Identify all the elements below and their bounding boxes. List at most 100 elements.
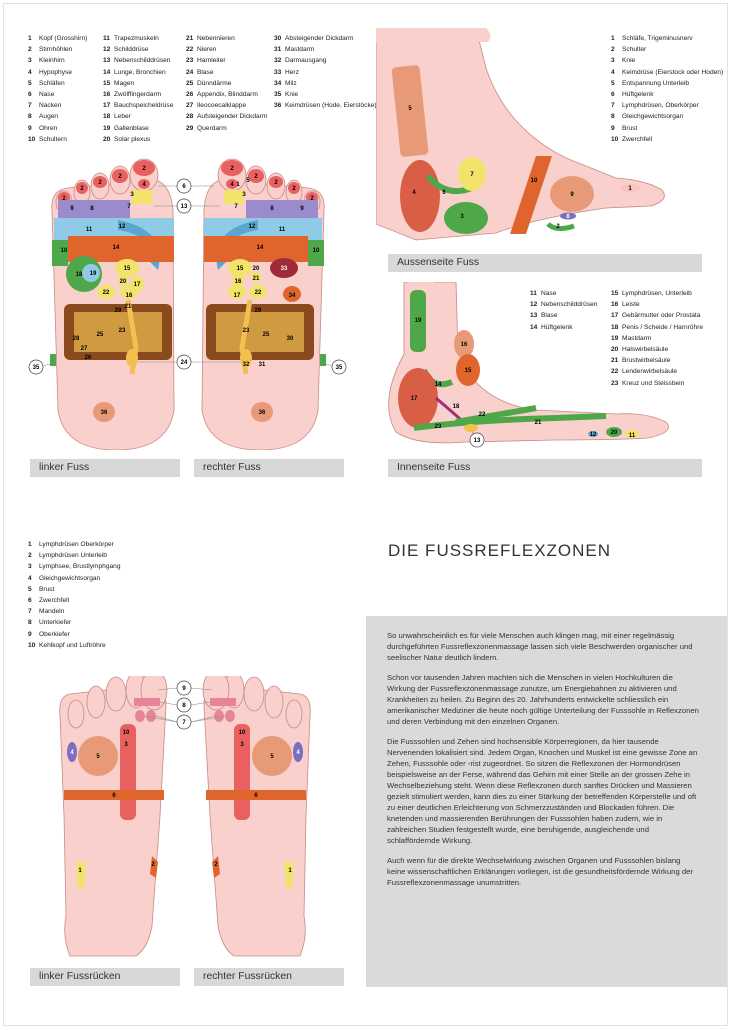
legend-label: Hüftgelenk — [622, 91, 654, 99]
svg-text:3: 3 — [130, 192, 134, 198]
svg-text:1: 1 — [288, 868, 292, 874]
svg-text:29: 29 — [115, 308, 122, 314]
svg-text:28: 28 — [73, 336, 80, 342]
svg-text:6: 6 — [182, 184, 186, 190]
legend-number: 12 — [530, 301, 538, 309]
svg-text:8: 8 — [90, 206, 94, 212]
legend-number: 36 — [274, 102, 282, 110]
legend-label: Herz — [285, 68, 299, 76]
legend-label: Penis / Scheide / Harnröhre — [622, 323, 703, 331]
svg-text:16: 16 — [235, 279, 242, 285]
legend-label: Stirnhöhlen — [39, 46, 73, 54]
legend-number: 13 — [103, 57, 111, 65]
svg-text:1: 1 — [236, 182, 240, 188]
legend-label: Lymphdrüsen Oberkörper — [39, 541, 114, 548]
legend-label: Lymphsee, Brustlymphgang — [39, 563, 121, 571]
legend-label: Lendenwirbelsäule — [622, 368, 677, 376]
legend-number: 21 — [186, 35, 194, 42]
caption-left-sole: linker Fuss — [30, 459, 180, 477]
svg-text:4: 4 — [70, 750, 74, 756]
legend-number: 23 — [186, 57, 194, 65]
svg-text:6: 6 — [112, 793, 116, 799]
legend-label: Bauchspeicheldrüse — [114, 102, 174, 110]
sole-markers: 6 13 24 35 35 — [28, 178, 347, 375]
svg-text:29: 29 — [255, 308, 262, 314]
legend-label: Entspannung Unterleib — [622, 79, 690, 87]
svg-text:10: 10 — [239, 730, 246, 736]
legend-label: Schilddrüse — [114, 46, 149, 54]
legend-number: 6 — [611, 91, 615, 99]
legend-label: Gebärmutter oder Prostata — [622, 312, 701, 320]
legend-number: 1 — [611, 35, 615, 42]
svg-text:14: 14 — [113, 245, 120, 251]
svg-text:14: 14 — [257, 245, 264, 251]
svg-text:2: 2 — [254, 174, 258, 180]
page-title: DIE FUSSREFLEXZONEN — [388, 541, 612, 560]
svg-text:21: 21 — [125, 304, 132, 310]
top-markers: 9 8 7 — [143, 680, 227, 730]
caption-right-sole: rechter Fuss — [194, 459, 344, 477]
legend-number: 22 — [186, 46, 194, 54]
page-frame — [3, 3, 728, 1026]
legend-number: 8 — [28, 619, 32, 627]
legend-number: 35 — [274, 91, 282, 99]
legend-number: 18 — [611, 323, 619, 331]
svg-text:12: 12 — [249, 224, 256, 230]
legend-number: 2 — [611, 46, 615, 54]
svg-text:21: 21 — [535, 420, 542, 426]
legend-number: 27 — [186, 102, 194, 110]
paragraph-3: Die Fusssohlen und Zehen sind hochsensib… — [387, 737, 698, 845]
legend-number: 7 — [28, 608, 32, 616]
svg-text:10: 10 — [61, 248, 68, 254]
legend-label: Lunge, Bronchien — [114, 68, 166, 76]
legend-number: 14 — [530, 323, 538, 331]
svg-text:2: 2 — [142, 166, 146, 172]
legend-number: 10 — [28, 135, 36, 143]
legend-item: 6 Hüftgelenk — [611, 89, 716, 100]
svg-text:20: 20 — [253, 266, 260, 272]
svg-text:3: 3 — [460, 214, 464, 220]
legend-number: 7 — [611, 102, 615, 110]
svg-text:5: 5 — [246, 178, 250, 184]
legend-number: 10 — [611, 135, 619, 143]
svg-text:2: 2 — [118, 174, 122, 180]
svg-text:23: 23 — [435, 424, 442, 430]
legend-number: 9 — [28, 630, 32, 638]
svg-text:7: 7 — [470, 172, 474, 178]
legend-label: Dünndärme — [197, 79, 232, 87]
svg-text:22: 22 — [255, 290, 262, 296]
legend-number: 11 — [103, 35, 110, 42]
svg-text:4: 4 — [412, 190, 416, 196]
legend-label: Hypophyse — [39, 68, 72, 76]
legend-number: 15 — [103, 79, 111, 87]
svg-text:18: 18 — [453, 404, 460, 410]
legend-number: 19 — [611, 334, 619, 342]
legend-number: 9 — [611, 124, 615, 132]
legend-number: 20 — [103, 135, 111, 143]
legend-label: Halswirbelsäule — [622, 346, 669, 354]
legend-label: Mastdarm — [285, 46, 315, 54]
legend-label: Blase — [541, 312, 558, 320]
svg-text:13: 13 — [474, 438, 481, 444]
